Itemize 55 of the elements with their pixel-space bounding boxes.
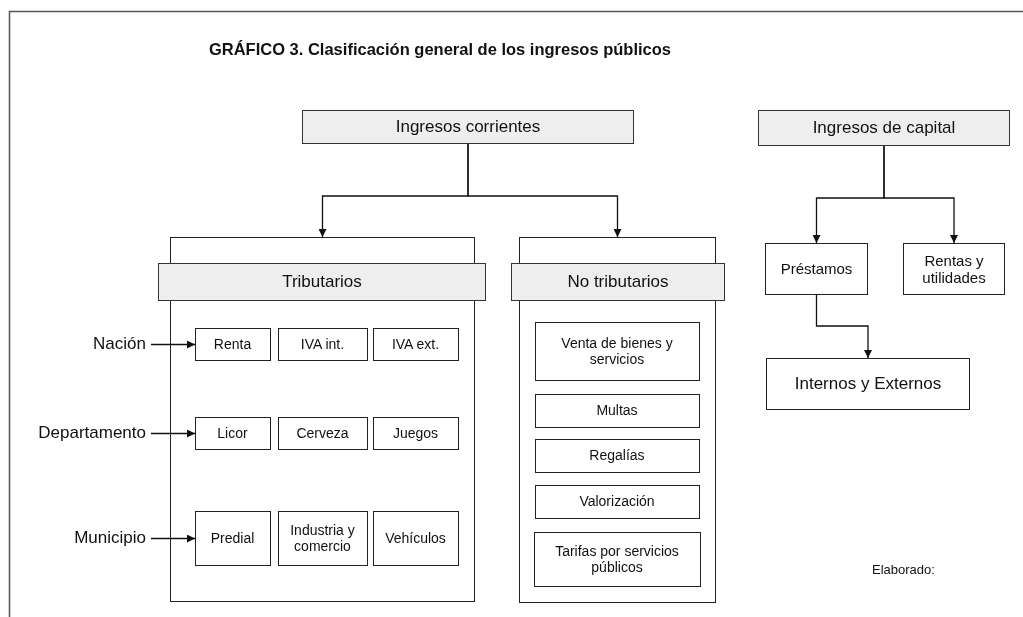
group-frame xyxy=(170,237,475,602)
arrow xyxy=(815,294,872,359)
box-label: Rentas y utilidades xyxy=(921,251,987,287)
box-label: Venta de bienes y servicios xyxy=(560,334,674,368)
arrow xyxy=(883,145,958,244)
arrow xyxy=(150,340,196,349)
header-box xyxy=(158,263,486,301)
category-box xyxy=(277,416,368,450)
category-box xyxy=(194,327,271,361)
category-box xyxy=(534,321,700,381)
box-label: Cerveza xyxy=(296,424,349,442)
source-note: Elaborado: xyxy=(872,562,935,577)
category-box xyxy=(534,484,700,519)
box-label: Tarifas por servicios públicos xyxy=(554,542,680,576)
category-box xyxy=(765,243,868,295)
row-label: Nación xyxy=(91,330,148,358)
box-label: Préstamos xyxy=(780,260,853,278)
category-box xyxy=(534,393,700,428)
box-label: No tributarios xyxy=(567,272,669,292)
category-box xyxy=(903,243,1005,295)
category-box xyxy=(766,358,970,410)
box-label: Renta xyxy=(213,335,252,353)
box-label: Vehículos xyxy=(385,529,446,547)
category-box xyxy=(194,510,271,566)
box-label: IVA ext. xyxy=(391,335,440,353)
arrow xyxy=(467,143,622,238)
arrow xyxy=(150,534,196,543)
box-label: Industria y comercio xyxy=(289,521,356,555)
box-label: Juegos xyxy=(392,424,439,442)
category-box xyxy=(277,510,368,566)
category-box xyxy=(533,531,701,587)
box-label: Licor xyxy=(217,424,248,442)
chart-title: GRÁFICO 3. Clasificación general de los ingresos públicos xyxy=(207,40,673,59)
header-box xyxy=(302,110,634,144)
box-label: Tributarios xyxy=(282,272,362,292)
box-label: Multas xyxy=(596,402,638,419)
category-box xyxy=(534,438,700,473)
category-box xyxy=(194,416,271,450)
box-label: Valorización xyxy=(579,493,655,510)
arrow xyxy=(150,429,196,438)
box-label: Regalías xyxy=(589,447,645,464)
box-label: IVA int. xyxy=(300,335,345,353)
header-box xyxy=(511,263,725,301)
category-box xyxy=(372,510,459,566)
box-label: Internos y Externos xyxy=(794,374,942,394)
row-label: Departamento xyxy=(36,419,148,447)
row-label: Municipio xyxy=(72,524,148,552)
box-label: Ingresos corrientes xyxy=(395,117,541,137)
box-label: Predial xyxy=(210,529,255,547)
category-box xyxy=(372,327,459,361)
box-label: Ingresos de capital xyxy=(812,118,956,138)
category-box xyxy=(372,416,459,450)
group-frame xyxy=(519,237,716,603)
category-box xyxy=(277,327,368,361)
header-box xyxy=(758,110,1010,146)
